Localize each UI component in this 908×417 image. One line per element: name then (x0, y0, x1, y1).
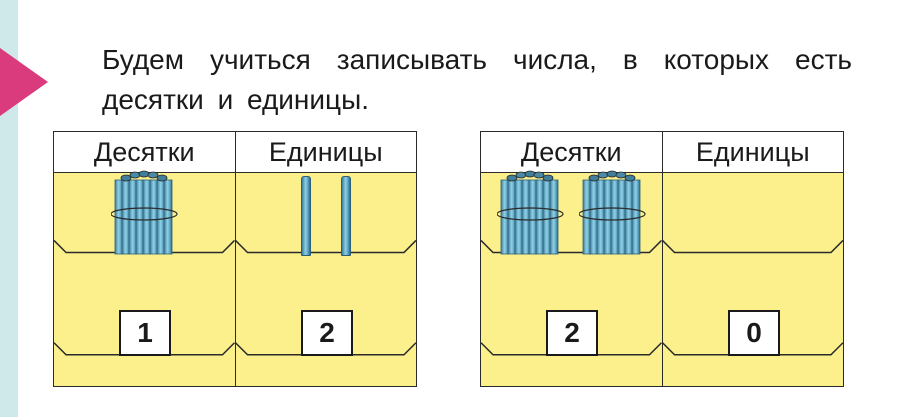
tens-pocket (54, 170, 235, 272)
tens-digit-box: 2 (546, 310, 598, 356)
column-divider (662, 132, 663, 386)
stick-bundle-icon (578, 170, 646, 255)
header-tens: Десятки (93, 136, 195, 167)
ones-pocket (235, 172, 416, 272)
stick-bundle-icon (110, 170, 178, 255)
counting-stick-icon (300, 176, 311, 256)
header-ones: Единицы (661, 132, 844, 172)
place-value-table-2: Десятки Единицы 2 0 (480, 131, 844, 387)
tens-digit-box: 1 (119, 310, 171, 356)
ones-pocket (662, 172, 843, 272)
section-marker-arrow-icon (0, 48, 48, 116)
header-ones: Единицы (234, 132, 417, 172)
ones-digit-box: 2 (301, 310, 353, 356)
ones-digit-box: 0 (728, 310, 780, 356)
place-value-table-1: Десятки Единицы 1 2 (53, 131, 417, 387)
instruction-text: Будем учиться записывать числа, в которы… (102, 44, 852, 115)
column-divider (235, 132, 236, 386)
tens-pocket (481, 170, 662, 272)
counting-stick-icon (340, 176, 351, 256)
table-header: Десятки Единицы (481, 132, 843, 173)
stick-bundle-icon (496, 170, 564, 255)
header-tens: Десятки (520, 136, 622, 167)
table-header: Десятки Единицы (54, 132, 416, 173)
